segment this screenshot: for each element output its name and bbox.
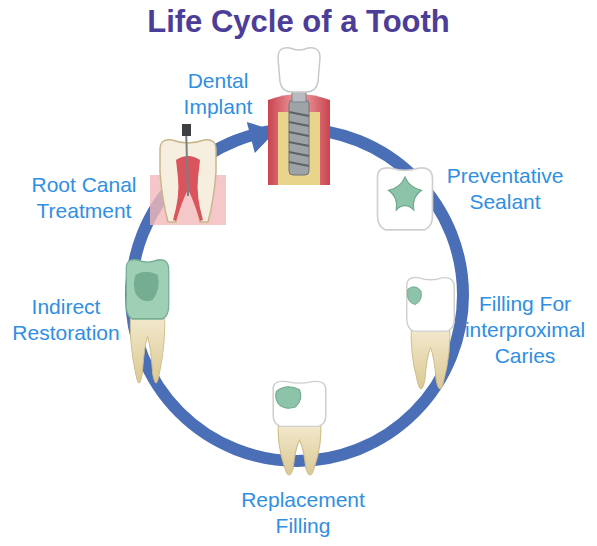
implant-screw — [289, 100, 309, 175]
refilled-tooth — [273, 381, 326, 475]
filling — [408, 287, 422, 305]
stage-label: Replacement Filling — [223, 487, 383, 539]
roots — [278, 420, 321, 475]
filling — [276, 387, 301, 409]
root-canal-illustration — [150, 124, 226, 225]
stage-label: Filling For interproximal Caries — [458, 291, 592, 369]
endo-file-handle — [182, 124, 191, 136]
crowned-tooth — [126, 260, 169, 383]
sealant-tooth — [378, 168, 433, 230]
roots — [130, 311, 165, 383]
stage-label: Dental Implant — [168, 68, 268, 120]
crown — [378, 168, 433, 230]
implant-illustration — [268, 48, 330, 185]
stage-label: Preventative Sealant — [430, 163, 580, 215]
diagram-title: Life Cycle of a Tooth — [0, 4, 597, 40]
gum — [268, 94, 330, 185]
crown — [407, 278, 455, 332]
endo-file — [186, 126, 188, 196]
roots — [411, 324, 450, 390]
crown — [273, 381, 326, 426]
crown-restoration — [126, 260, 169, 319]
implant-crown — [278, 48, 320, 92]
stage-label: Root Canal Treatment — [14, 172, 154, 224]
stage-label: Indirect Restoration — [4, 294, 128, 346]
screw-thread — [289, 112, 309, 166]
filled-tooth — [407, 278, 455, 389]
sealant — [389, 177, 422, 210]
crown-shading — [134, 272, 159, 302]
